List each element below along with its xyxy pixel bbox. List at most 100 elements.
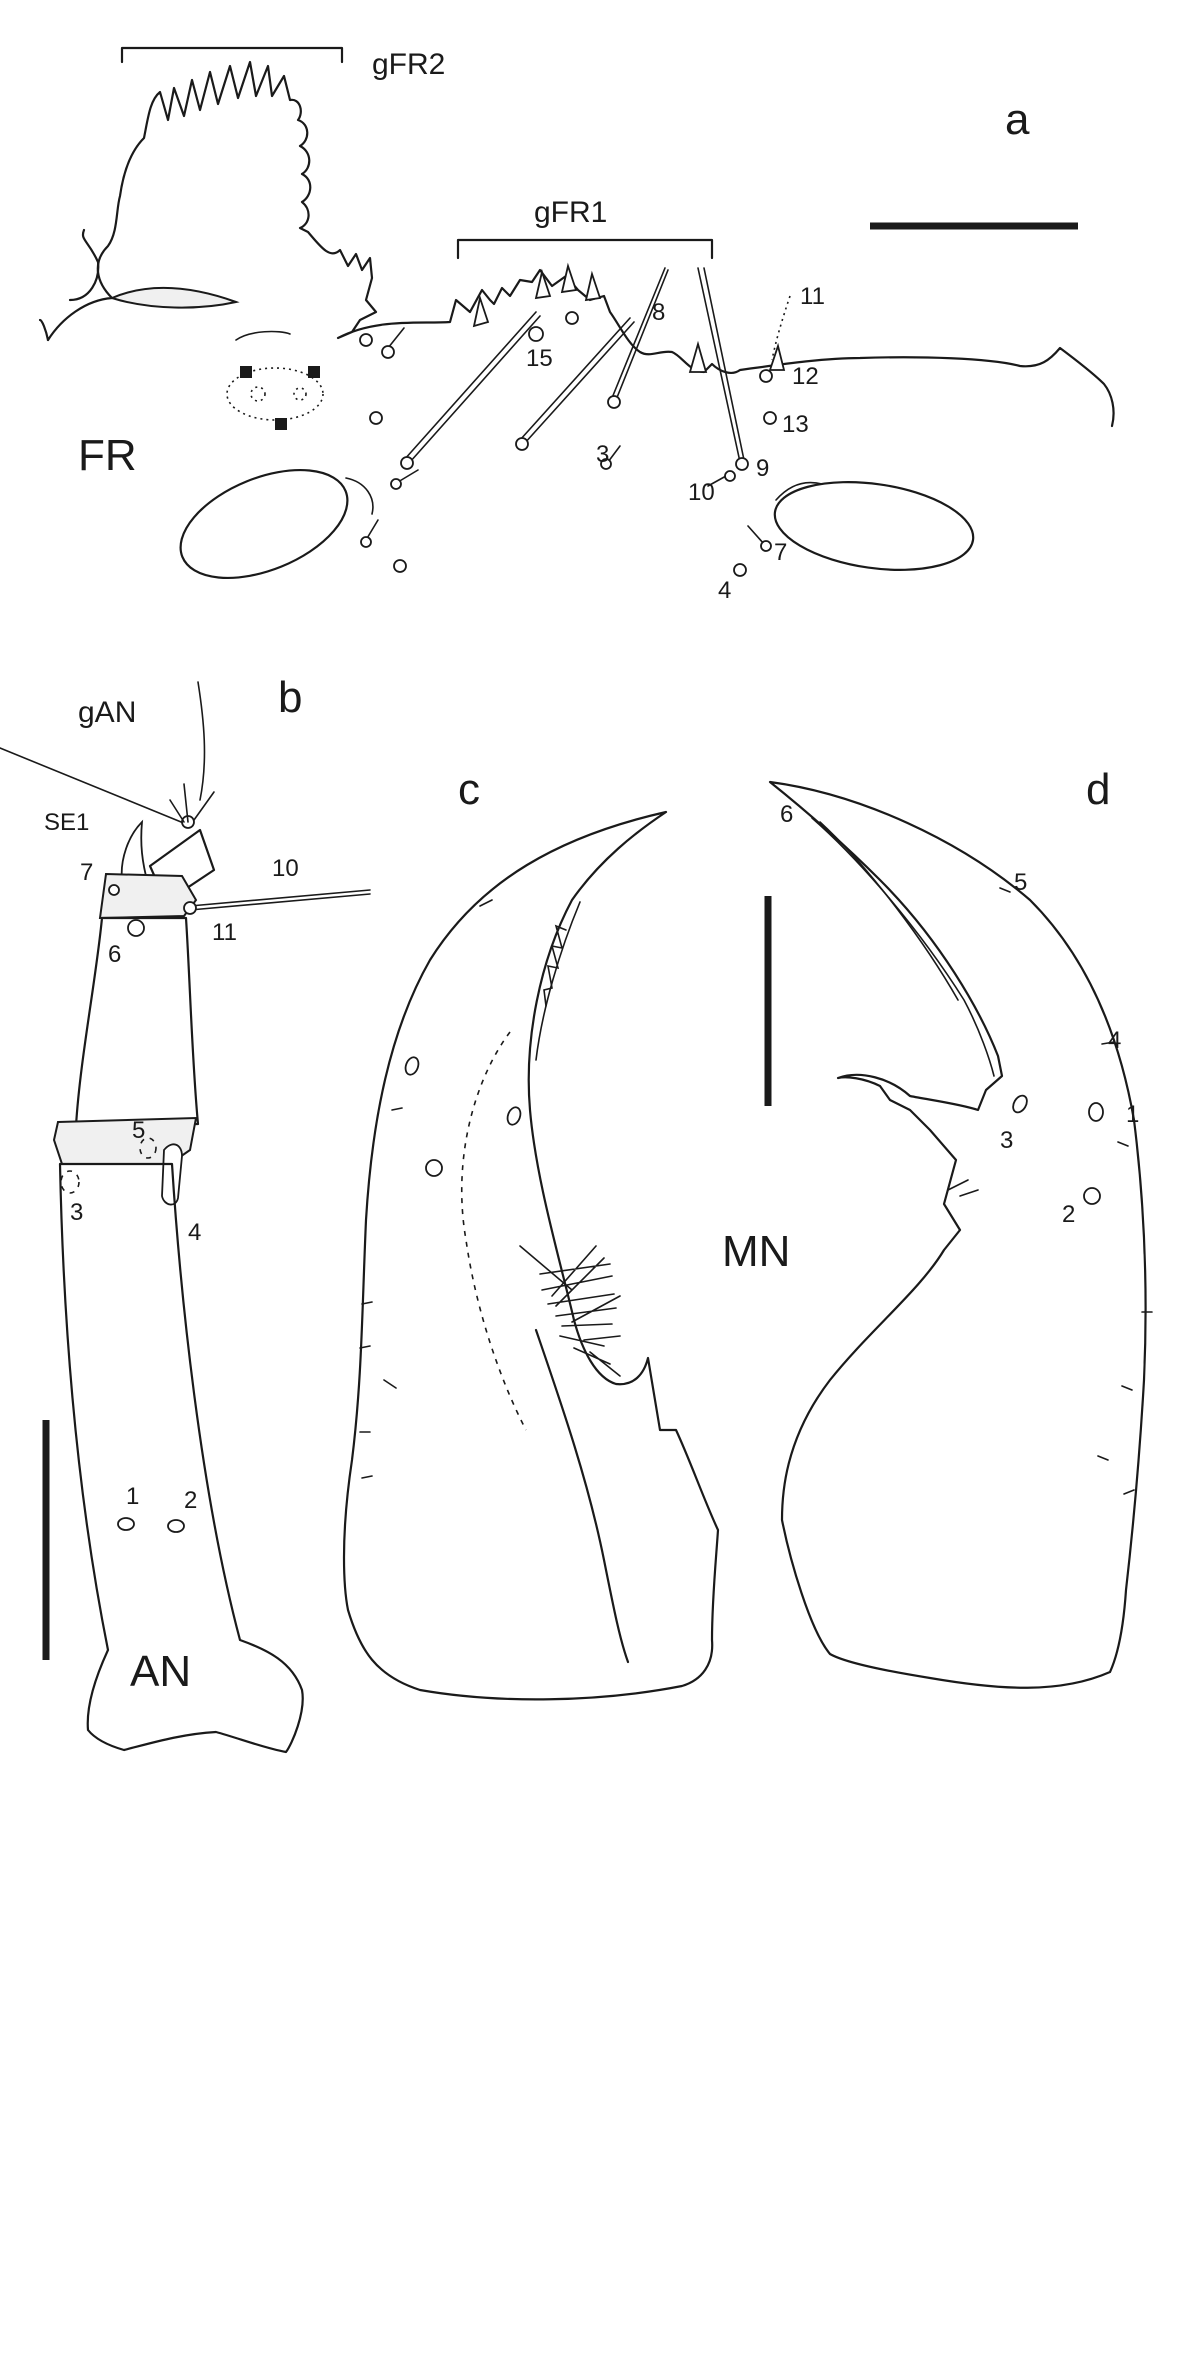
label-d6: 6 <box>780 801 793 828</box>
label-d3: 3 <box>1000 1127 1013 1154</box>
seta-long-15 <box>519 317 635 445</box>
seta-base-11 <box>183 901 197 915</box>
mandible-d-inner2 <box>819 821 959 1001</box>
seta-long <box>403 311 541 463</box>
edge-setae-d <box>999 887 1153 1495</box>
seta-short <box>387 327 405 349</box>
gfr2-bracket <box>120 46 344 64</box>
label-gfr2: gFR2 <box>372 48 445 81</box>
label-gfr1: gFR1 <box>534 196 607 229</box>
seta-base <box>400 456 414 470</box>
dotted-pore <box>250 386 266 402</box>
seta-short <box>397 469 419 483</box>
seta-base <box>760 540 772 552</box>
seta-10 <box>189 889 371 911</box>
panel-a: a gFR2 gFR1 FR 11 15 8 12 13 3 9 10 7 4 <box>38 46 1115 604</box>
label-d1: 1 <box>1126 1101 1139 1128</box>
crest-spine <box>472 294 490 328</box>
pore <box>393 559 407 573</box>
sensory-appendage-se1 <box>120 819 150 886</box>
pore-1 <box>117 1517 135 1531</box>
pore <box>425 1159 443 1177</box>
seta-base <box>607 395 621 409</box>
dotted-pointer-11 <box>771 295 791 361</box>
crest-spine <box>560 262 578 294</box>
right-eye <box>773 481 975 571</box>
pore-15 <box>528 326 544 342</box>
pore-12 <box>759 369 773 383</box>
seta-base <box>360 536 372 548</box>
panel-b: b gAN SE1 7 10 6 11 5 3 <box>0 673 371 1754</box>
antenna-seta <box>0 747 187 825</box>
mandible-c-dashed <box>460 1031 527 1431</box>
pore-6 <box>127 919 145 937</box>
dashed-pore-5 <box>139 1137 157 1159</box>
antenna-seta <box>197 681 206 801</box>
crest-spine <box>584 270 602 302</box>
label-an: AN <box>130 1647 191 1696</box>
frontal-left-lobe <box>46 60 1115 428</box>
panel-letter-a: a <box>1005 95 1030 144</box>
black-marker <box>308 366 320 378</box>
label-d5: 5 <box>1014 869 1027 896</box>
label-10: 10 <box>688 479 715 506</box>
pore-4 <box>733 563 747 577</box>
seta-base <box>515 437 529 451</box>
lobe-bulge <box>68 228 100 302</box>
label-12: 12 <box>792 363 819 390</box>
edge-setae <box>359 899 493 1479</box>
label-13: 13 <box>782 411 809 438</box>
eye-rim <box>775 481 823 501</box>
pore <box>506 1106 522 1126</box>
label-b1: 1 <box>126 1483 139 1510</box>
panel-letter-d: d <box>1086 765 1110 814</box>
panel-c: c <box>342 765 720 1701</box>
lobe-tail <box>38 318 50 342</box>
label-b11: 11 <box>212 919 237 946</box>
label-gan: gAN <box>78 696 136 729</box>
mandible-c-inner <box>535 901 581 1061</box>
panel-letter-c: c <box>458 765 480 814</box>
mandible-c-outline <box>342 810 720 1701</box>
pore <box>359 333 373 347</box>
black-marker <box>240 366 252 378</box>
seta-base <box>724 470 736 482</box>
label-d4: 4 <box>1108 1027 1121 1054</box>
seta-base <box>600 458 612 470</box>
label-4: 4 <box>718 577 731 604</box>
tooth-edge <box>947 1179 979 1197</box>
joint-stippled <box>98 872 198 920</box>
seta-base <box>390 478 402 490</box>
label-b7: 7 <box>80 859 93 886</box>
serrated-edge <box>543 924 567 1007</box>
panel-letter-b: b <box>278 673 302 722</box>
seta-short-7 <box>747 525 765 545</box>
stippled-spindle <box>109 287 240 309</box>
label-11: 11 <box>800 283 825 310</box>
label-fr: FR <box>78 431 137 480</box>
seta-long-8 <box>611 267 669 401</box>
label-b6: 6 <box>108 941 121 968</box>
pore-13 <box>763 411 777 425</box>
mandible-d-outline <box>768 780 1147 1689</box>
dotted-cluster <box>226 367 324 421</box>
crest-spine <box>688 340 708 373</box>
seta-short-10 <box>707 475 727 487</box>
pore-7 <box>108 884 120 896</box>
label-9: 9 <box>756 455 769 482</box>
left-eye <box>179 468 349 580</box>
eye-rim <box>345 477 374 515</box>
dotted-pore <box>293 387 307 401</box>
seta-base <box>381 345 395 359</box>
label-7: 7 <box>774 539 787 566</box>
seta-long-9 <box>697 267 745 463</box>
antenna-second-segment <box>74 916 200 1128</box>
label-8: 8 <box>652 299 665 326</box>
black-marker <box>275 418 287 430</box>
label-d2: 2 <box>1062 1201 1075 1228</box>
gfr1-bracket <box>456 238 714 260</box>
panel-d: d 6 5 4 1 3 2 <box>764 765 1153 1689</box>
label-b5: 5 <box>132 1117 145 1144</box>
label-se1: SE1 <box>44 809 89 836</box>
